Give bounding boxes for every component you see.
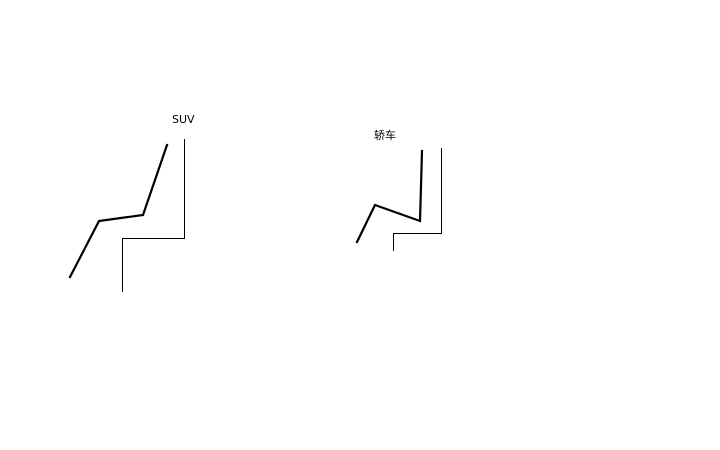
- sedan-seated-occupant-line: [355, 149, 424, 244]
- sedan-label: 轿车: [374, 128, 396, 142]
- suv-seat-outline: [122, 139, 185, 292]
- suv-seated-occupant-line: [68, 143, 169, 279]
- suv-figure: SUV: [68, 113, 195, 292]
- sedan-figure: 轿车: [355, 128, 442, 251]
- suv-label: SUV: [172, 113, 195, 126]
- sedan-seat-outline: [393, 148, 442, 251]
